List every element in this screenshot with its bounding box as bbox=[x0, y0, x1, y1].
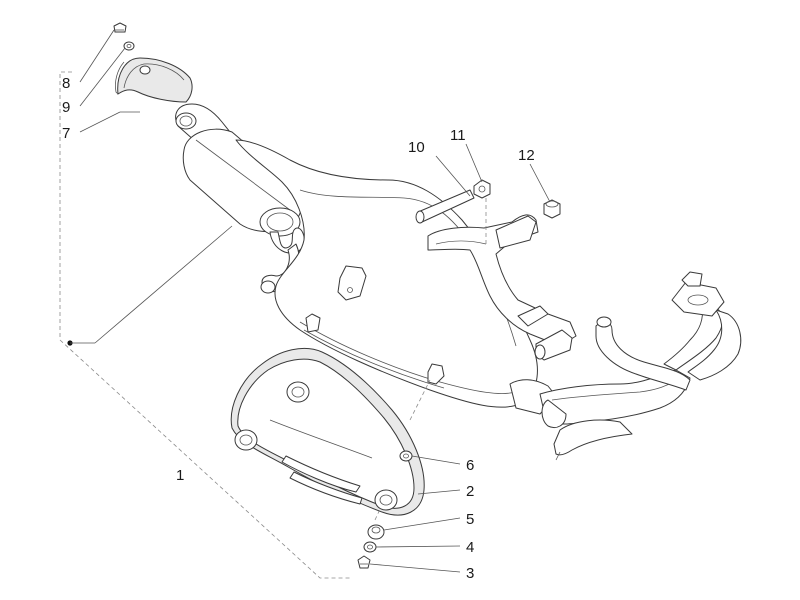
part-4-washer bbox=[363, 541, 377, 553]
callout-10: 10 bbox=[408, 139, 425, 156]
callout-1: 1 bbox=[176, 467, 184, 484]
part-5-bush bbox=[367, 524, 385, 540]
part-11-nut bbox=[473, 179, 491, 199]
callout-2: 2 bbox=[466, 483, 474, 500]
part-8-screw bbox=[113, 22, 127, 33]
part-9-washer bbox=[123, 41, 135, 51]
callout-5: 5 bbox=[466, 511, 474, 528]
callout-3: 3 bbox=[466, 565, 474, 582]
part-10-bolt bbox=[415, 189, 475, 224]
callout-9: 9 bbox=[62, 99, 70, 116]
part-1-muffler-assembly bbox=[175, 103, 557, 415]
callout-6: 6 bbox=[466, 457, 474, 474]
part-6-grommet bbox=[399, 450, 413, 462]
callout-7: 7 bbox=[62, 125, 70, 142]
part-12-spacer bbox=[543, 199, 561, 219]
assembly-group-bracket bbox=[59, 71, 352, 579]
callout-4: 4 bbox=[466, 539, 474, 556]
exhaust-header-pipe bbox=[539, 271, 742, 461]
callout-labels: 1 2 3 4 5 6 7 8 9 10 11 12 bbox=[62, 75, 535, 582]
part-7-tailpipe-guard bbox=[115, 57, 193, 103]
part-2-heat-shield bbox=[230, 347, 425, 516]
support-bracket bbox=[427, 214, 577, 361]
callout-11: 11 bbox=[450, 127, 466, 144]
callout-8: 8 bbox=[62, 75, 70, 92]
leader-lines bbox=[79, 29, 551, 573]
callout-12: 12 bbox=[518, 147, 535, 164]
part-3-screw bbox=[357, 555, 371, 569]
